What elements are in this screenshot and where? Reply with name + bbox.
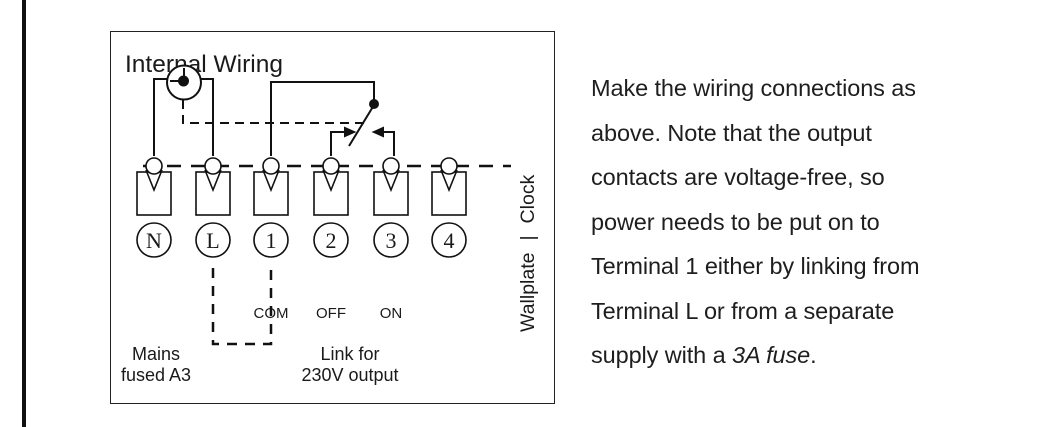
- link-dashed-wire: [211, 268, 273, 346]
- mains-label-line1: Mains: [132, 344, 180, 364]
- terminal-screw-housing: [253, 171, 289, 216]
- terminal-label: 1: [266, 228, 277, 253]
- terminal-screw-housing: [373, 171, 409, 216]
- terminal-screw-housing: [195, 171, 231, 216]
- wiring-diagram: Internal Wiring: [110, 31, 555, 404]
- terminal-connection-point: [382, 157, 400, 175]
- page-margin-bar: [22, 0, 26, 427]
- terminal-l: L: [195, 157, 231, 258]
- terminal-screw-housing: [431, 171, 467, 216]
- terminal-2-function-label: OFF: [316, 305, 346, 322]
- note-line: Terminal L or from a separate: [591, 297, 895, 324]
- terminal-label: N: [146, 228, 162, 253]
- terminal-label: L: [206, 228, 219, 253]
- terminal-label: 3: [386, 228, 397, 253]
- diagram-title: Internal Wiring: [125, 51, 283, 78]
- terminal-4: 4: [431, 157, 467, 258]
- terminal-3: 3: [373, 157, 409, 258]
- terminal-connection-point: [440, 157, 458, 175]
- terminal-label-circle: [431, 222, 467, 258]
- side-label-text: Wallplate|Clock: [517, 174, 539, 332]
- terminal-label-circle: [373, 222, 409, 258]
- clock-motor-icon: [166, 64, 202, 101]
- terminal-connection-point: [145, 157, 163, 175]
- terminal-connection-point: [322, 157, 340, 175]
- note-line: Terminal 1 either by linking from: [591, 253, 920, 279]
- note-line-last: supply with a 3A fuse.: [591, 342, 817, 368]
- terminal-2: 2: [313, 157, 349, 258]
- terminal-n: N: [136, 157, 172, 258]
- terminal-label: 4: [444, 228, 455, 253]
- terminal-1: 1: [253, 157, 289, 258]
- side-label: Wallplate|Clock: [517, 174, 539, 332]
- motor-wires: [153, 78, 214, 156]
- link-label-line1: Link for: [320, 344, 379, 364]
- terminal-3-function-label: ON: [380, 305, 403, 322]
- wiring-note: Make the wiring connections as above. No…: [591, 66, 1046, 378]
- terminal-label-circle: [136, 222, 172, 258]
- terminal-label-circle: [195, 222, 231, 258]
- terminal-screw-housing: [136, 171, 172, 216]
- com-wire: [270, 81, 379, 156]
- switch-blade: [348, 104, 375, 147]
- terminal-connection-point: [262, 157, 280, 175]
- terminal-label-circle: [253, 222, 289, 258]
- mechanical-linkage: [182, 100, 369, 124]
- terminal-screw-housing: [313, 171, 349, 216]
- switch-contacts: [330, 126, 395, 156]
- mains-label-line2: fused A3: [121, 365, 191, 385]
- terminal-connection-point: [204, 157, 222, 175]
- terminal-label: 2: [326, 228, 337, 253]
- fuse-rating: 3A fuse: [731, 342, 811, 368]
- note-line: Make the wiring connections as: [591, 75, 916, 101]
- terminal-label-circle: [313, 222, 349, 258]
- note-line: power needs to be put on to: [591, 208, 880, 235]
- note-line: above. Note that the output: [591, 119, 872, 146]
- note-line: contacts are voltage-free, so: [591, 164, 885, 190]
- link-label-line2: 230V output: [301, 365, 398, 385]
- terminal-block: N L 1 2 3 4: [136, 157, 467, 258]
